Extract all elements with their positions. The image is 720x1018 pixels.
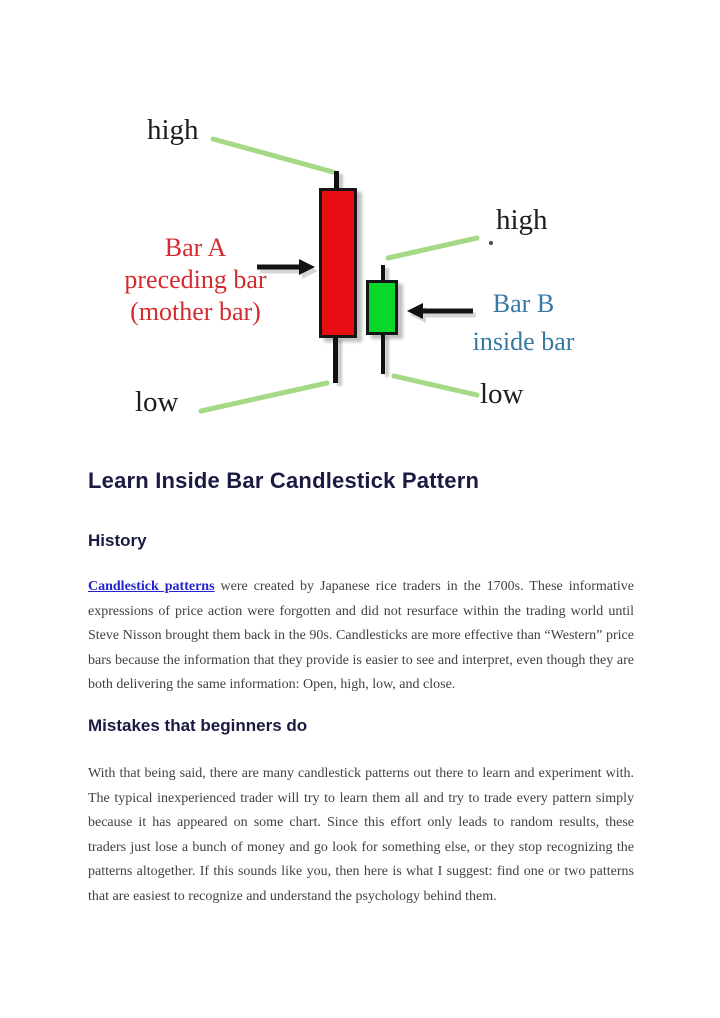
bar-b-name-line1: Bar B (492, 289, 555, 318)
bar-a-name-label: Bar A preceding bar (mother bar) (103, 232, 288, 328)
bar-b-name-line2: inside bar (472, 327, 575, 356)
history-paragraph-text: were created by Japanese rice traders in… (88, 579, 634, 692)
history-heading: History (88, 531, 147, 551)
connector-bar-a-low (198, 380, 330, 414)
bar-a-name-line1: Bar A (164, 233, 227, 262)
bar-a-name-line3: (mother bar) (130, 297, 261, 326)
bar-a-low-label: low (135, 386, 179, 418)
bar-b-pointer-arrow (407, 303, 473, 319)
connector-bar-b-low (391, 373, 480, 398)
bar-b-upper-wick (381, 265, 385, 281)
bar-b-name-label: Bar B inside bar (441, 285, 606, 361)
bar-a-name-line2: preceding bar (124, 265, 267, 294)
bar-a-candle-body (319, 188, 357, 338)
inside-bar-diagram: high low high low Bar A preceding bar (m… (85, 105, 645, 445)
bar-a-upper-wick (334, 171, 339, 189)
bar-b-candle-body (366, 280, 398, 335)
mistakes-heading: Mistakes that beginners do (88, 716, 308, 736)
bar-b-high-label: high (496, 204, 548, 236)
mistakes-paragraph: With that being said, there are many can… (88, 766, 634, 904)
history-paragraph: Candlestick patterns were created by Jap… (88, 575, 634, 698)
bar-b-low-label: low (480, 378, 524, 410)
candlestick-patterns-link[interactable]: Candlestick patterns (88, 579, 215, 594)
bar-a-pointer-arrow (257, 259, 315, 275)
page-title: Learn Inside Bar Candlestick Pattern (88, 467, 480, 493)
bar-b-lower-wick (381, 334, 385, 374)
bar-a-lower-wick (333, 337, 338, 383)
bar-a-high-label: high (147, 114, 199, 146)
stray-dot (489, 241, 493, 245)
connector-bar-b-high (385, 235, 480, 261)
connector-bar-a-high (210, 136, 336, 175)
diagram-connectors (198, 136, 480, 414)
